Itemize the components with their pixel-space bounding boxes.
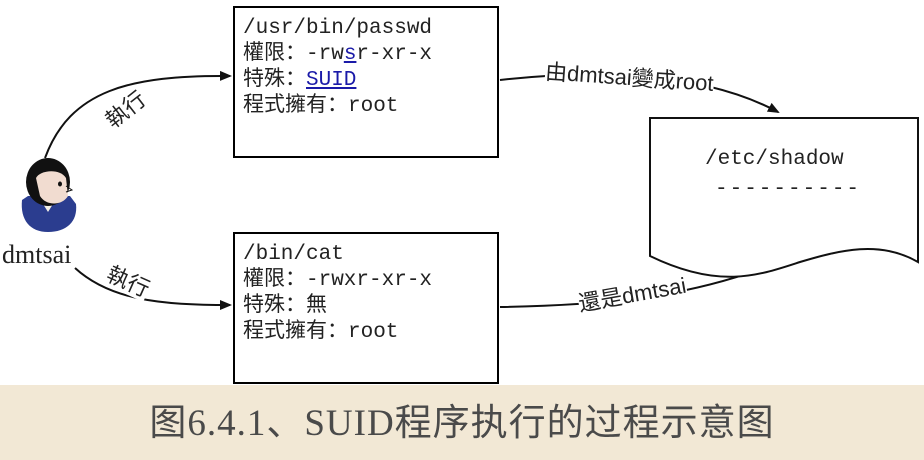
passwd-perm-label: 權限： [243, 43, 306, 66]
cat-perm-label: 權限： [243, 269, 306, 292]
cat-permission-line: 權限：-rwxr-xr-x [243, 268, 497, 294]
diagram-connectors [21, 70, 919, 310]
cat-perm-value: -rwxr-xr-x [306, 269, 433, 292]
passwd-perm-suffix: r-xr-x [356, 43, 433, 66]
cat-path: /bin/cat [243, 243, 344, 266]
shadow-file-dashes: ---------- [715, 178, 862, 201]
exec-cat-arrow [74, 267, 232, 310]
passwd-path: /usr/bin/passwd [243, 17, 433, 40]
shadow-file-shape [649, 117, 919, 278]
cat-special-label: 特殊： [243, 295, 306, 318]
cat-special-value: 無 [306, 295, 327, 318]
cat-owner-label: 程式擁有： [243, 321, 348, 344]
passwd-special-value: SUID [306, 69, 357, 92]
passwd-program-box: /usr/bin/passwd 權限：-rwsr-xr-x 特殊：SUID 程式… [233, 6, 499, 158]
passwd-perm-special: s [343, 43, 357, 66]
passwd-special-label: 特殊： [243, 69, 306, 92]
exec-passwd-arrow [44, 70, 232, 159]
passwd-owner-label: 程式擁有： [243, 95, 348, 118]
passwd-owner-value: root [348, 95, 399, 118]
passwd-owner-line: 程式擁有：root [243, 94, 497, 120]
cat-special-line: 特殊：無 [243, 294, 497, 320]
user-avatar [21, 158, 77, 232]
passwd-perm-prefix: -rw [306, 43, 344, 66]
shadow-file-path: /etc/shadow [705, 148, 844, 171]
suid-diagram: dmtsai 執行 執行 由dmtsai變成root 還是dmtsai /usr… [0, 0, 924, 385]
passwd-permission-line: 權限：-rwsr-xr-x [243, 42, 497, 68]
passwd-special-line: 特殊：SUID [243, 68, 497, 94]
user-name: dmtsai [2, 240, 72, 269]
cat-owner-value: root [348, 321, 399, 344]
cat-program-box: /bin/cat 權限：-rwxr-xr-x 特殊：無 程式擁有：root [233, 232, 499, 384]
cat-owner-line: 程式擁有：root [243, 320, 497, 346]
figure-caption: 图6.4.1、SUID程序执行的过程示意图 [149, 403, 775, 444]
